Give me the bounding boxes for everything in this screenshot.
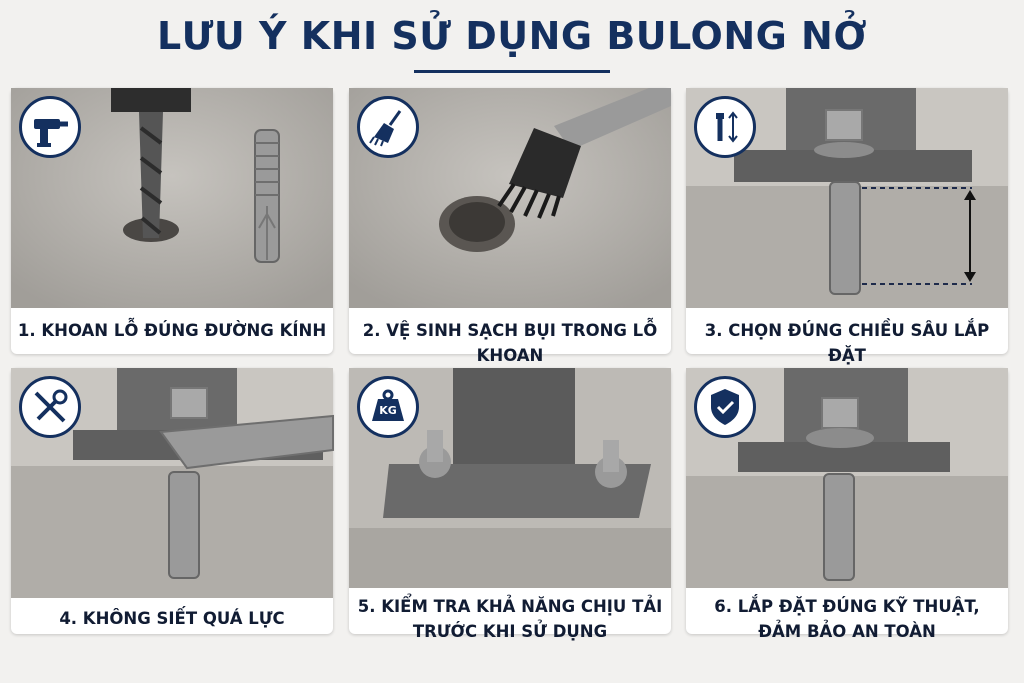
step-caption-2: 2. VỆ SINH SẠCH BỤI TRONG LỖ KHOAN: [362, 321, 658, 365]
step-caption-3: 3. CHỌN ĐÚNG CHIỀU SÂU LẮP ĐẶT: [704, 321, 990, 365]
brush-badge: [357, 96, 419, 158]
step-card-4: 4. KHÔNG SIẾT QUÁ LỰC: [11, 368, 334, 634]
shield-check-icon: [711, 389, 739, 425]
step-card-5: KG 5. KIỂM TRA KHẢ NĂNG CHỊU TẢI TRƯỚC K…: [349, 368, 671, 641]
drilling-scene: [11, 88, 333, 308]
step-caption-4: 4. KHÔNG SIẾT QUÁ LỰC: [59, 609, 285, 628]
title-underline: [414, 70, 610, 73]
no-wrench-icon: [34, 389, 68, 423]
bolt-depth-icon: [716, 111, 738, 143]
step-caption-5: 5. KIỂM TRA KHẢ NĂNG CHỊU TẢI TRƯỚC KHI …: [349, 594, 671, 644]
drill-icon: [34, 119, 68, 147]
step-caption-5-line1: 5. KIỂM TRA KHẢ NĂNG CHỊU TẢI: [357, 597, 663, 616]
brush-icon: [369, 110, 402, 147]
depth-scene: [686, 88, 1008, 308]
step-caption-5-line2: TRƯỚC KHI SỬ DỤNG: [412, 622, 608, 641]
step-card-3: 3. CHỌN ĐÚNG CHIỀU SÂU LẮP ĐẶT: [686, 88, 1008, 365]
page-title: LƯU Ý KHI SỬ DỤNG BULONG NỞ: [156, 14, 868, 58]
weight-badge: KG: [357, 376, 419, 438]
drill-badge: [19, 96, 81, 158]
step-caption-6-line1: 6. LẮP ĐẶT ĐÚNG KỸ THUẬT,: [714, 597, 980, 616]
no-wrench-badge: [19, 376, 81, 438]
step-card-1: 1. KHOAN LỖ ĐÚNG ĐƯỜNG KÍNH: [11, 88, 333, 354]
step-card-2: 2. VỆ SINH SẠCH BỤI TRONG LỖ KHOAN: [349, 88, 671, 365]
step-card-6: 6. LẮP ĐẶT ĐÚNG KỸ THUẬT, ĐẢM BẢO AN TOÀ…: [686, 368, 1008, 641]
weight-label: KG: [379, 404, 397, 417]
step-caption-6: 6. LẮP ĐẶT ĐÚNG KỸ THUẬT, ĐẢM BẢO AN TOÀ…: [686, 594, 1008, 644]
load-check-scene: [349, 368, 671, 588]
step-caption-1: 1. KHOAN LỖ ĐÚNG ĐƯỜNG KÍNH: [17, 321, 327, 340]
shield-badge: [694, 376, 756, 438]
step-caption-6-line2: ĐẢM BẢO AN TOÀN: [758, 622, 936, 641]
depth-badge: [694, 96, 756, 158]
weight-kg-icon: [372, 389, 404, 421]
